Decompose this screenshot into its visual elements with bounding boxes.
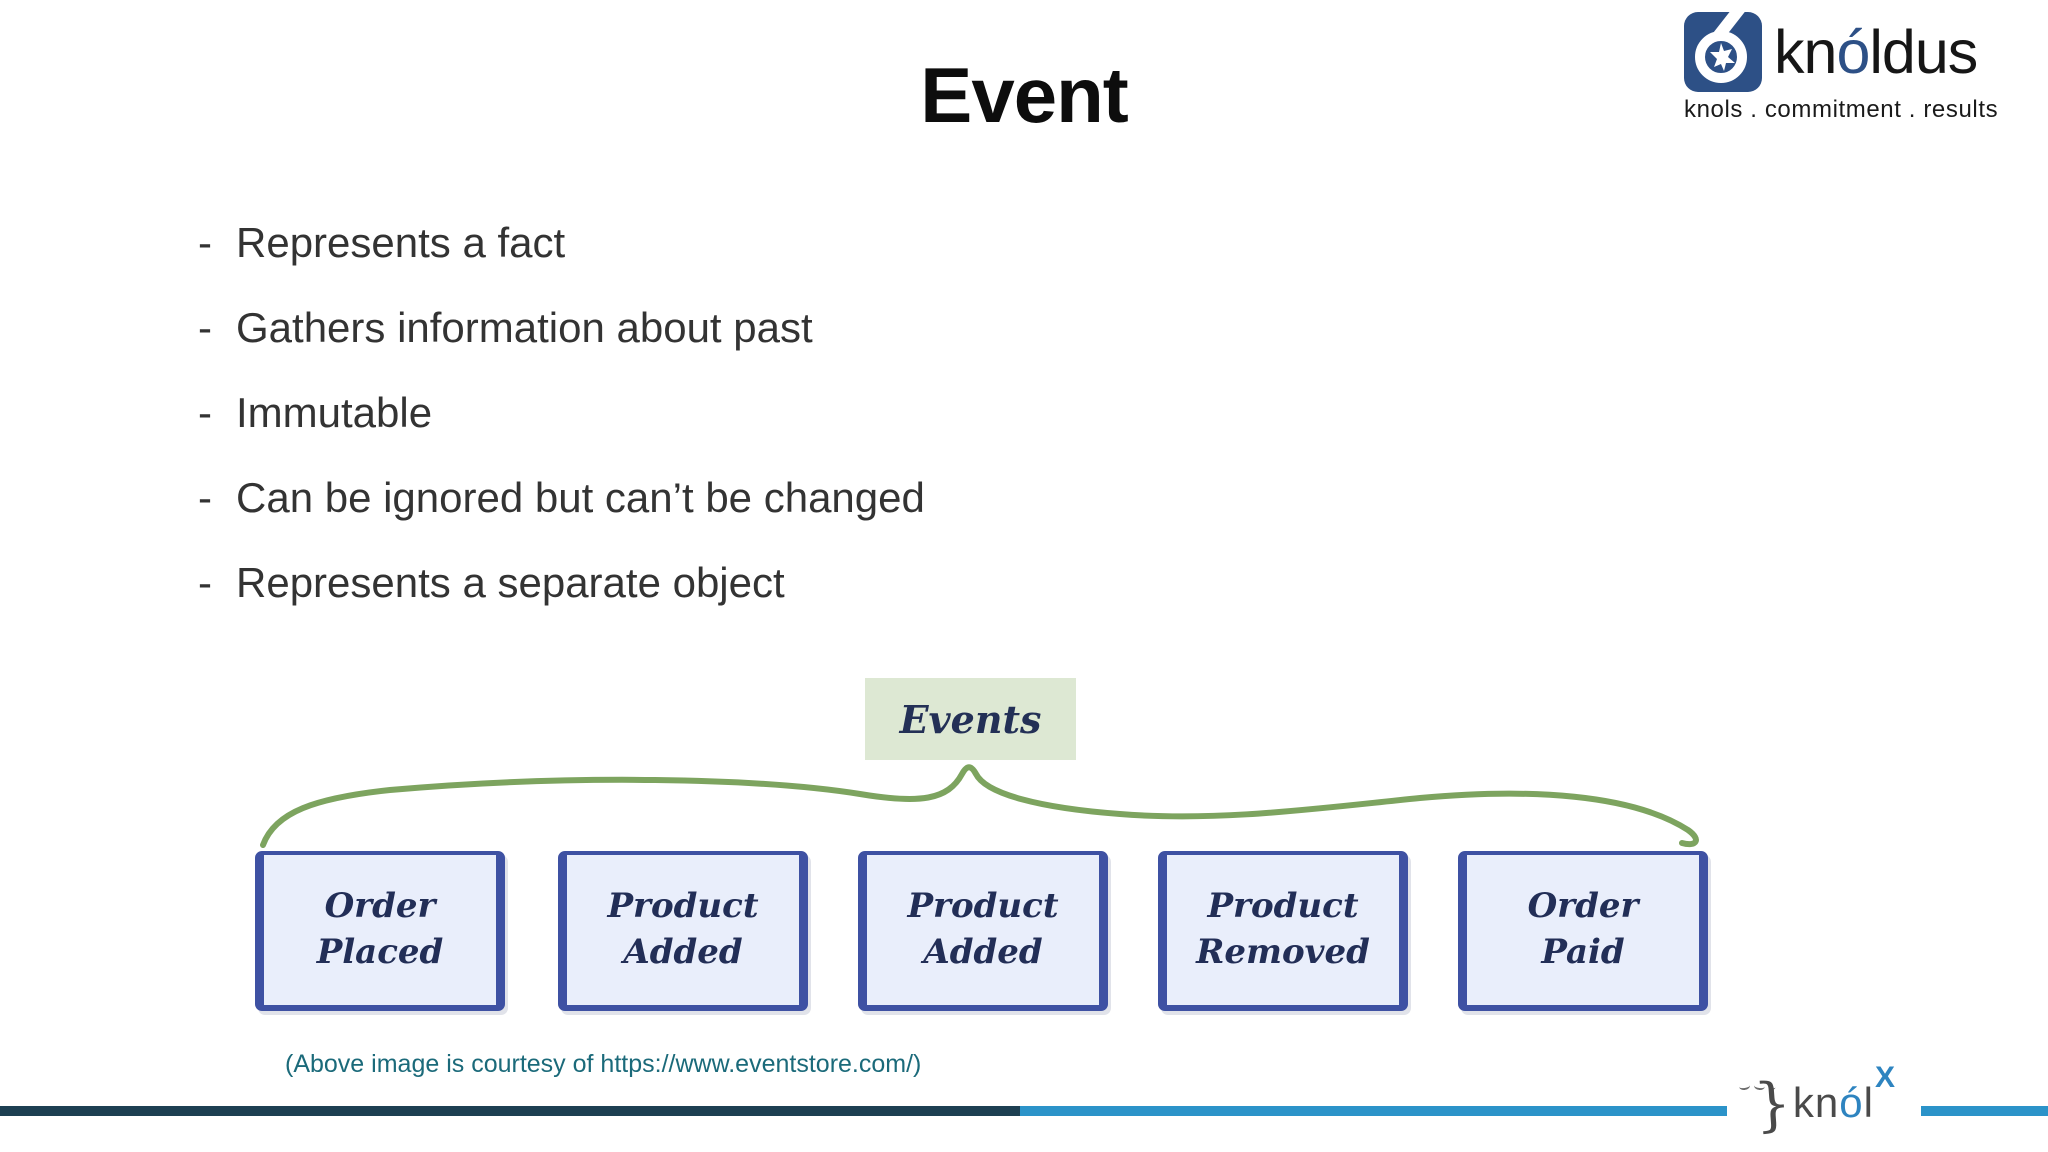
event-box-product-removed: Product Removed	[1158, 851, 1408, 1011]
wordmark-suffix: ldus	[1869, 18, 1978, 86]
event-box-label-line1: Product	[907, 886, 1059, 927]
events-root-box: Events	[865, 678, 1076, 760]
footer-bar-dark	[0, 1106, 1020, 1116]
event-box-order-placed: Order Placed	[255, 851, 505, 1011]
logo-tagline: knols . commitment . results	[1684, 96, 1999, 123]
event-box-order-paid: Order Paid	[1458, 851, 1708, 1011]
bullet-dash: -	[198, 303, 212, 351]
knoldus-wordmark: knóldus	[1774, 10, 1978, 94]
image-courtesy-caption: (Above image is courtesy of https://www.…	[285, 1050, 922, 1078]
bullet-list: -Represents a fact -Gathers information …	[198, 200, 925, 625]
event-box-label-line2: Removed	[1196, 932, 1370, 972]
event-box-label-line1: Product	[1207, 886, 1359, 927]
knolx-accent-letter: ó	[1839, 1079, 1864, 1126]
bullet-text: Can be ignored but can’t be changed	[236, 473, 925, 521]
bullet-text: Represents a separate object	[236, 558, 785, 606]
bullet-dash: -	[198, 558, 212, 606]
bullet-dash: -	[198, 218, 212, 266]
list-item: -Can be ignored but can’t be changed	[198, 455, 925, 540]
list-item: -Represents a fact	[198, 200, 925, 285]
knolx-superscript-x: X	[1874, 1061, 1895, 1094]
event-box-product-added-1: Product Added	[558, 851, 808, 1011]
bullet-dash: -	[198, 473, 212, 521]
bullet-text: Immutable	[236, 388, 433, 436]
wordmark-accent-letter: ó	[1836, 18, 1870, 86]
curly-brace-connector	[260, 764, 1699, 848]
knolx-prefix: kn	[1792, 1079, 1840, 1126]
footer-bar-light	[1020, 1106, 2048, 1116]
page-title: Event	[920, 51, 1128, 139]
bullet-dash: -	[198, 388, 212, 436]
bullet-text: Represents a fact	[236, 218, 566, 266]
event-box-label-line1: Order	[1527, 886, 1639, 927]
list-item: -Immutable	[198, 370, 925, 455]
list-item: -Gathers information about past	[198, 285, 925, 370]
event-box-product-added-2: Product Added	[858, 851, 1108, 1011]
bullet-text: Gathers information about past	[236, 303, 813, 351]
knoldus-logo: knóldus knols . commitment . results	[1684, 10, 2020, 124]
event-box-label-line2: Added	[923, 932, 1043, 972]
knoldus-maple-leaf-icon	[1684, 10, 1762, 92]
knolx-logo: } knól X	[1727, 1048, 1921, 1152]
knolx-brace-glyph: }	[1751, 1068, 1794, 1140]
knolx-suffix: l	[1863, 1079, 1874, 1126]
knolx-wordmark: knól	[1793, 1079, 1874, 1127]
event-box-label-line2: Placed	[316, 932, 444, 972]
list-item: -Represents a separate object	[198, 540, 925, 625]
event-box-label-line2: Added	[623, 932, 743, 972]
event-box-label-line1: Order	[324, 886, 436, 927]
event-box-label-line2: Paid	[1541, 932, 1625, 972]
event-box-label-line1: Product	[607, 886, 759, 927]
wordmark-prefix: kn	[1774, 18, 1837, 86]
